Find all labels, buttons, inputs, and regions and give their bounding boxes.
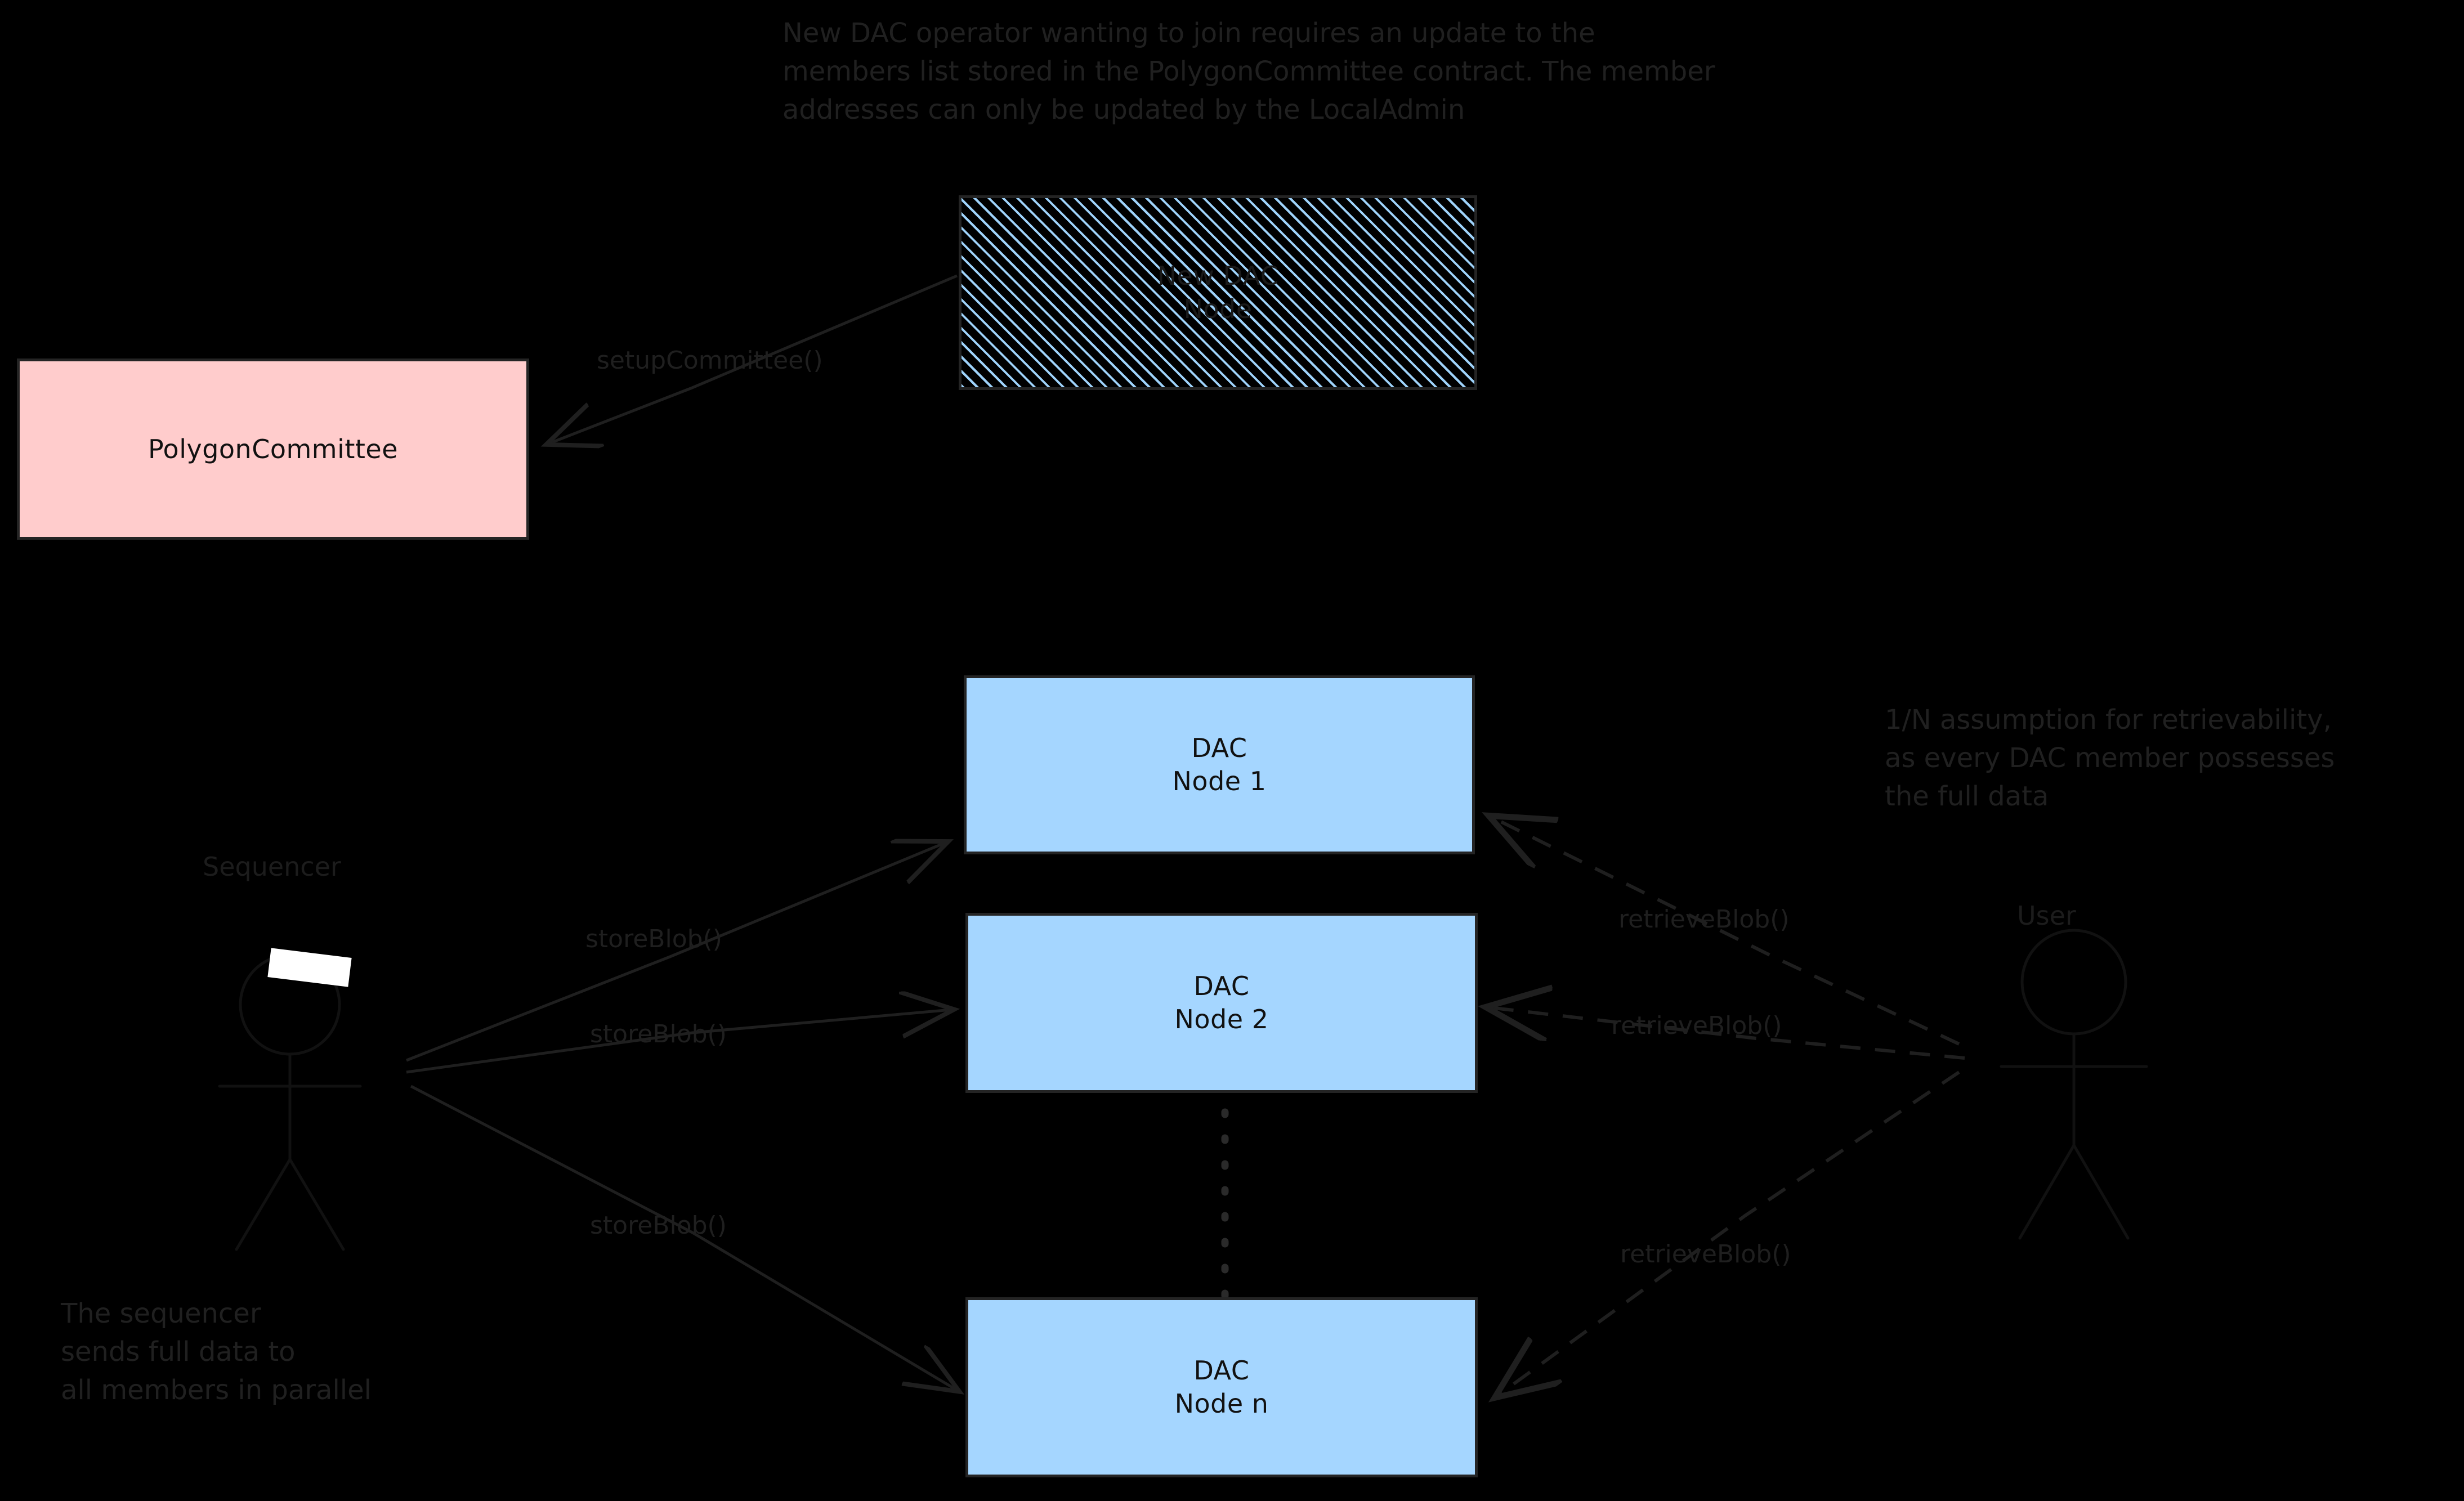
note-top-line-2: members list stored in the PolygonCommit… xyxy=(782,56,1715,88)
arrow-store-blob-n xyxy=(410,1085,957,1390)
arrow-store-blob-1 xyxy=(406,843,946,1062)
label-store-blob-n: storeBlob() xyxy=(590,1211,727,1240)
dac-node-2-line-1: DAC xyxy=(1193,971,1250,1002)
box-polygon-committee[interactable]: PolygonCommittee xyxy=(17,359,529,540)
arrow-retrieve-blob-n xyxy=(1497,1070,1960,1396)
dac-node-1-line-1: DAC xyxy=(1191,733,1247,764)
label-store-blob-1: storeBlob() xyxy=(585,925,722,953)
label-retrieve-blob-1: retrieveBlob() xyxy=(1618,905,1790,934)
arrow-store-blob-2 xyxy=(406,1010,951,1074)
dac-node-n-line-2: Node n xyxy=(1174,1388,1269,1419)
label-setup-committee: setupCommittee() xyxy=(597,346,823,375)
sequencer-figure xyxy=(218,953,362,1251)
box-dac-node-1[interactable]: DAC Node 1 xyxy=(964,675,1475,854)
arrow-retrieve-blob-2 xyxy=(1489,1007,1965,1060)
user-figure xyxy=(2000,929,2148,1240)
arrow-setup-committee xyxy=(549,274,958,443)
dac-node-1-line-2: Node 1 xyxy=(1172,766,1267,796)
note-bottom-left: The sequencer sends full data to all mem… xyxy=(61,1294,372,1409)
note-top-line-3: addresses can only be updated by the Loc… xyxy=(782,94,1465,126)
label-store-blob-2: storeBlob() xyxy=(590,1020,727,1049)
note-bottom-left-line-3: all members in parallel xyxy=(61,1374,372,1406)
note-right-line-3: the full data xyxy=(1885,781,2049,813)
new-dac-node-line-2: Node xyxy=(1183,294,1253,324)
note-right: 1/N assumption for retrievability, as ev… xyxy=(1885,701,2335,816)
actor-label-user: User xyxy=(2017,900,2076,931)
label-retrieve-blob-n: retrieveBlob() xyxy=(1620,1240,1791,1269)
note-bottom-left-line-2: sends full data to xyxy=(61,1336,296,1368)
box-new-dac-node[interactable]: New DAC Node xyxy=(959,195,1477,390)
actor-label-sequencer: Sequencer xyxy=(203,852,341,882)
label-retrieve-blob-2: retrieveBlob() xyxy=(1611,1011,1782,1040)
note-top: New DAC operator wanting to join require… xyxy=(782,14,1715,129)
note-bottom-left-line-1: The sequencer xyxy=(61,1298,261,1329)
note-right-line-1: 1/N assumption for retrievability, xyxy=(1885,704,2332,736)
polygon-committee-label: PolygonCommittee xyxy=(147,433,399,464)
box-dac-node-n[interactable]: DAC Node n xyxy=(965,1297,1478,1477)
box-dac-node-2[interactable]: DAC Node 2 xyxy=(965,913,1478,1093)
dac-node-n-line-1: DAC xyxy=(1193,1355,1250,1386)
new-dac-node-line-1: New DAC xyxy=(1157,261,1279,292)
dac-node-2-line-2: Node 2 xyxy=(1174,1004,1269,1034)
note-right-line-2: as every DAC member possesses xyxy=(1885,742,2335,774)
note-top-line-1: New DAC operator wanting to join require… xyxy=(782,17,1595,49)
